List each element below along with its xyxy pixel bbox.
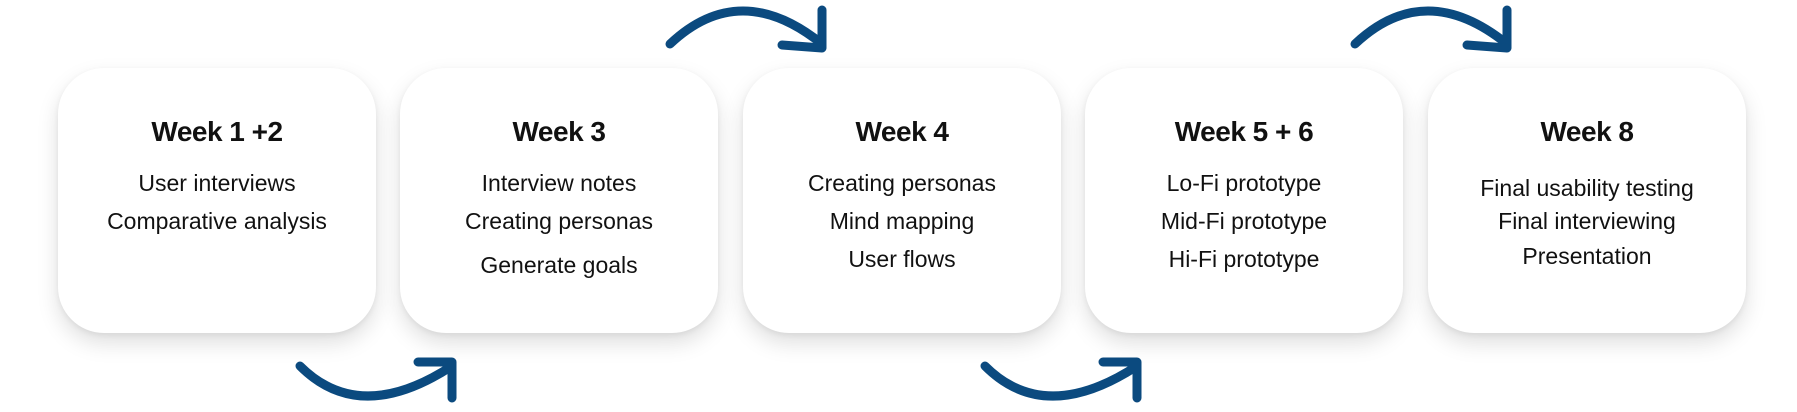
- card-title: Week 1 +2: [151, 116, 283, 147]
- card-title: Week 3: [512, 116, 607, 147]
- card-task-list: Interview notes Creating personas Genera…: [400, 164, 718, 284]
- card-task-item: Final interviewing: [1498, 208, 1676, 234]
- curved-arrow-below-icon: [980, 357, 1142, 403]
- card-task-list: Creating personas Mind mapping User flow…: [743, 164, 1061, 278]
- card-task-item: Mind mapping: [829, 208, 975, 234]
- card-task-item: User flows: [848, 246, 956, 272]
- card-task-item: Lo-Fi prototype: [1166, 170, 1322, 196]
- card-title: Week 5 + 6: [1174, 116, 1314, 147]
- card-task-item: Interview notes: [481, 170, 637, 196]
- card-task-item: Hi-Fi prototype: [1168, 246, 1320, 272]
- curved-arrow-above-icon: [665, 5, 827, 53]
- curved-arrow-above-icon: [1350, 5, 1512, 53]
- timeline-card-week-8: Week 8 Final usability testing Final int…: [1428, 68, 1746, 333]
- timeline-card-week-1-2: Week 1 +2 User interviews Comparative an…: [58, 68, 376, 333]
- card-task-item: Generate goals: [480, 252, 638, 278]
- timeline-card-week-5-6: Week 5 + 6 Lo-Fi prototype Mid-Fi protot…: [1085, 68, 1403, 333]
- card-task-item: Mid-Fi prototype: [1160, 208, 1328, 234]
- card-task-list: User interviews Comparative analysis: [58, 164, 376, 240]
- timeline-card-week-3: Week 3 Interview notes Creating personas…: [400, 68, 718, 333]
- card-task-item: User interviews: [138, 170, 296, 196]
- card-task-list: Lo-Fi prototype Mid-Fi prototype Hi-Fi p…: [1085, 164, 1403, 278]
- card-title: Week 8: [1540, 116, 1635, 147]
- card-task-item: Presentation: [1522, 243, 1652, 269]
- card-task-item: Creating personas: [808, 170, 996, 196]
- card-task-item: Creating personas: [465, 208, 653, 234]
- card-title: Week 4: [855, 116, 950, 147]
- card-task-item: Final usability testing: [1480, 175, 1694, 201]
- curved-arrow-below-icon: [295, 357, 457, 403]
- card-task-item: Comparative analysis: [107, 208, 327, 234]
- card-task-list: Final usability testing Final interviewi…: [1428, 172, 1746, 273]
- timeline-card-week-4: Week 4 Creating personas Mind mapping Us…: [743, 68, 1061, 333]
